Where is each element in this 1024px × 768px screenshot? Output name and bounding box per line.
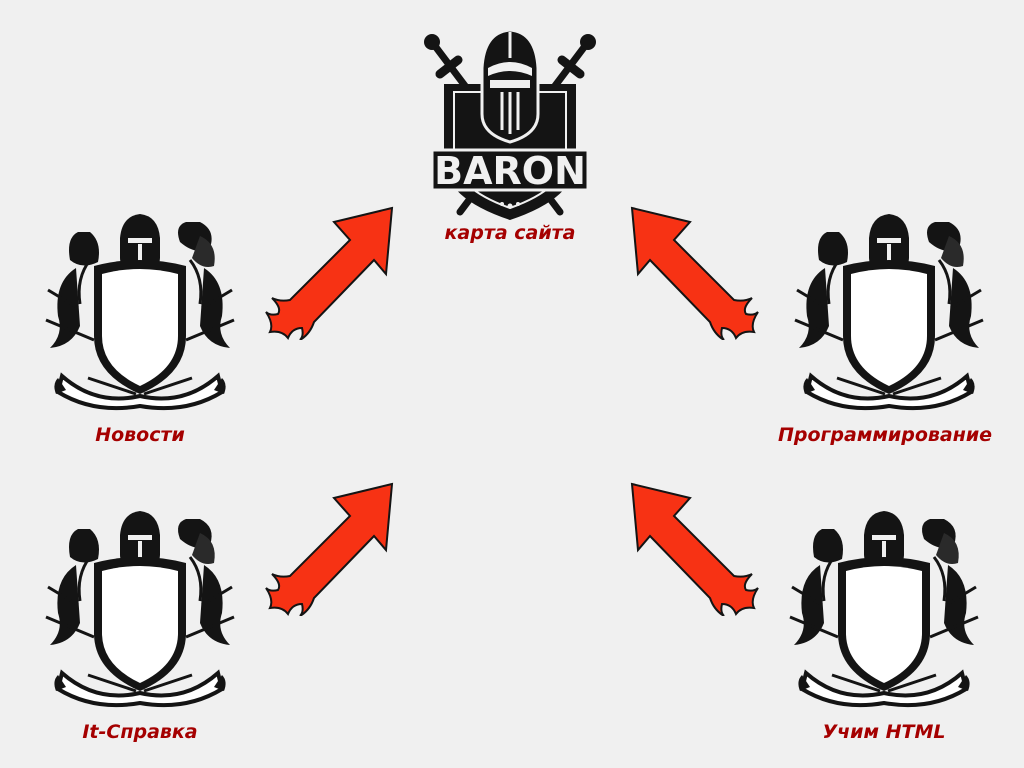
logo-caption: карта сайта — [444, 222, 576, 244]
logo-brand: BARON — [434, 149, 586, 193]
flame-arrow-icon — [262, 476, 402, 616]
flame-arrow-icon — [262, 200, 402, 340]
knight-crest-icon — [780, 505, 988, 710]
nav-item-label: It-Справка — [82, 721, 198, 743]
nav-item-label: Учим HTML — [822, 721, 946, 743]
nav-item-learn-html[interactable]: Учим HTML — [780, 505, 988, 745]
knight-crest-icon — [36, 505, 244, 710]
nav-item-it-reference[interactable]: It-Справка — [36, 505, 244, 745]
knight-helmet-shield-logo-icon: BARON — [424, 28, 596, 220]
site-map-logo-link[interactable]: BARON карта сайта — [410, 22, 610, 252]
flame-arrow-icon — [622, 200, 762, 340]
knight-crest-icon — [36, 208, 244, 413]
nav-item-label: Программирование — [777, 424, 993, 446]
knight-crest-icon — [785, 208, 993, 413]
nav-item-news[interactable]: Новости — [36, 208, 244, 448]
flame-arrow-icon — [622, 476, 762, 616]
nav-item-label: Новости — [95, 424, 185, 446]
nav-item-programming[interactable]: Программирование — [765, 208, 1005, 448]
